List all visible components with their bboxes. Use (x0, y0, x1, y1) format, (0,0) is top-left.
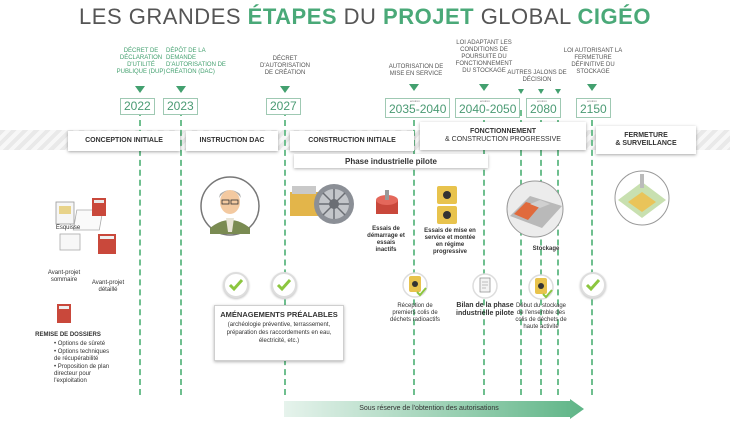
avant-projet-sommaire-label: Avant-projet sommaire (47, 270, 81, 283)
dossier-icon (57, 304, 71, 323)
milestone-arrow (538, 89, 544, 94)
report-icon (472, 273, 498, 299)
amenagements-title: AMÉNAGEMENTS PRÉALABLES (220, 310, 338, 319)
essais-demarrage: Essais de démarrage et essais inactifs (367, 226, 405, 253)
title-part: GLOBAL (474, 4, 578, 29)
milestone-line (520, 110, 522, 395)
milestone-year-text: 2040-2050 (459, 102, 517, 116)
milestone-label: AUTORISATION DE MISE EN SERVICE (388, 64, 444, 77)
tunnel-machine-illustration (290, 184, 354, 224)
page-title: LES GRANDES ÉTAPES DU PROJET GLOBAL CIGÉ… (0, 4, 730, 30)
avant-projet-detaille-label: Avant-projet détaillé (91, 280, 125, 293)
milestone-line (591, 110, 593, 395)
bilan-text: Bilan de la phase industrielle pilote (456, 302, 514, 317)
phase-subtitle: & SURVEILLANCE (615, 140, 677, 147)
milestone-year: 2022 (120, 98, 155, 115)
milestone-arrow (518, 89, 524, 94)
closure-illustration (614, 170, 670, 226)
milestone-label: DÉCRET D'AUTORISATION DE CRÉATION (260, 56, 310, 76)
radioactive-barrels (437, 186, 457, 224)
remise-item: • Proposition de plan directeur pour l'e… (54, 364, 110, 384)
milestone-label: DÉPÔT DE LA DEMANDE D'AUTORISATION DE CR… (166, 48, 226, 75)
milestone-year: environ 2150 (576, 98, 611, 118)
milestone-label: DÉCRET DE DÉCLARATION D'UTILITÉ PUBLIQUE… (116, 48, 166, 75)
phase-pilote: Phase industrielle pilote (294, 154, 488, 168)
reviewer-illustration (200, 176, 260, 236)
milestone-line (139, 110, 141, 395)
milestone-year-note: environ (480, 99, 490, 103)
authorization-banner-arrow (284, 399, 584, 419)
amenagements-box: AMÉNAGEMENTS PRÉALABLES (archéologie pré… (214, 305, 344, 361)
esquisse-label: Esquisse (55, 225, 81, 231)
milestone-line (557, 110, 559, 395)
milestone-arrow (409, 84, 419, 91)
remise-title: REMISE DE DOSSIERS (35, 332, 101, 338)
documents-illustration (55, 198, 116, 254)
milestone-line (413, 110, 415, 395)
reception-icon (402, 272, 428, 298)
title-part: CIGÉO (577, 4, 651, 29)
milestone-arrow (479, 84, 489, 91)
milestone-year-text: 2035-2040 (389, 102, 447, 116)
milestone-arrow (587, 84, 597, 91)
phase-title: FONCTIONNEMENT (469, 128, 537, 135)
check-icon (271, 272, 297, 298)
milestone-year-note: environ (537, 99, 547, 103)
milestone-year: environ 2040-2050 (455, 98, 521, 118)
phase-title: FERMETURE (624, 132, 668, 139)
milestone-year: 2027 (266, 98, 301, 115)
milestone-year-text: 2080 (530, 102, 557, 116)
stockage-label: Stockage (532, 246, 560, 252)
reception-text: Réception de premiers colis de déchets r… (389, 303, 441, 323)
milestone-year-note: environ (587, 99, 597, 103)
phase-conception: CONCEPTION INITIALE (68, 131, 180, 151)
milestone-year: environ 2080 (526, 98, 561, 118)
milestone-arrow (555, 89, 561, 94)
phase-fonctionnement: FONCTIONNEMENT & CONSTRUCTION PROGRESSIV… (420, 122, 586, 150)
milestone-year-note: environ (410, 99, 420, 103)
milestone-arrow (176, 86, 186, 93)
phase-fermeture: FERMETURE & SURVEILLANCE (596, 126, 696, 154)
title-part: LES GRANDES (79, 4, 248, 29)
haute-activite-icon (528, 274, 554, 300)
milestone-label: LOI AUTORISANT LA FERMETURE DÉFINITIVE D… (563, 48, 623, 75)
milestone-arrow (280, 86, 290, 93)
milestone-arrow (135, 86, 145, 93)
title-part: DU (337, 4, 384, 29)
check-icon (580, 272, 606, 298)
phase-subtitle: & CONSTRUCTION PROGRESSIVE (445, 136, 561, 143)
milestone-label: AUTRES JALONS DE DÉCISION (507, 70, 567, 83)
milestone-line (284, 110, 286, 395)
milestone-year: 2023 (163, 98, 198, 115)
milestone-year: environ 2035-2040 (385, 98, 451, 118)
milestone-year-text: 2150 (580, 102, 607, 116)
essais-service: Essais de mise en service et montée en r… (424, 228, 476, 255)
drill-illustration (376, 190, 398, 214)
milestone-line (180, 110, 182, 395)
milestone-line (483, 110, 485, 395)
milestone-line (540, 110, 542, 395)
phase-construction: CONSTRUCTION INITIALE (290, 131, 414, 151)
title-part: PROJET (383, 4, 475, 29)
storage-illustration (506, 180, 564, 238)
debut-stockage-text: Début du stockage de l'ensemble des coli… (515, 303, 567, 330)
remise-item: • Options techniques de récupérabilité (54, 349, 110, 362)
remise-item: • Options de sûreté (54, 341, 106, 347)
check-icon (223, 272, 249, 298)
banner-text: Sous réserve de l'obtention des autorisa… (359, 405, 499, 412)
phase-instruction: INSTRUCTION DAC (186, 131, 278, 151)
amenagements-text: (archéologie préventive, terrassement, p… (226, 322, 332, 344)
title-part: ÉTAPES (247, 4, 338, 29)
milestone-label: LOI ADAPTANT LES CONDITIONS DE POURSUITE… (455, 40, 513, 74)
